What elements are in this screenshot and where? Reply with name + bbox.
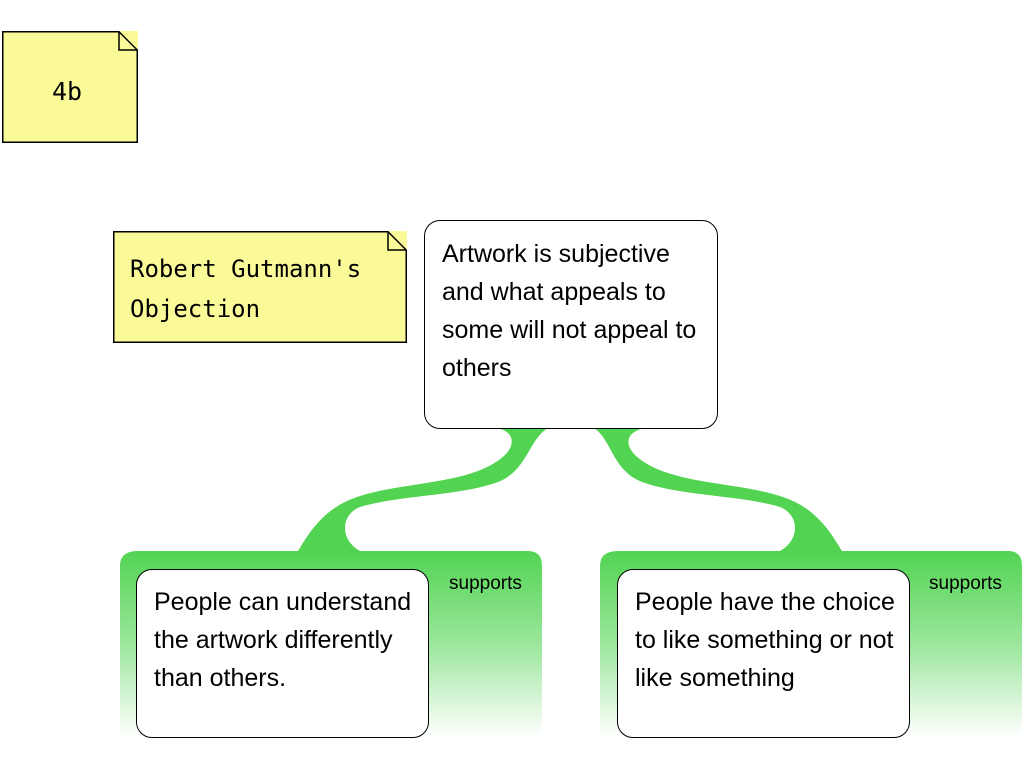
supports-label-left: supports: [449, 573, 522, 594]
reason-text-right: People have the choice to like something…: [635, 588, 895, 692]
main-claim-box[interactable]: Artwork is subjective and what appeals t…: [424, 220, 718, 429]
reason-text-left: People can understand the artwork differ…: [154, 588, 412, 692]
note-shape: [2, 31, 138, 143]
supports-label-right: supports: [929, 573, 1002, 594]
reason-box-right[interactable]: People have the choice to like something…: [617, 569, 910, 738]
note-objection-label: Robert Gutmann's Objection: [130, 255, 362, 323]
note-shape: [113, 231, 407, 343]
main-claim-text: Artwork is subjective and what appeals t…: [442, 240, 697, 382]
note-4b: 4b: [2, 31, 138, 143]
reason-box-left[interactable]: People can understand the artwork differ…: [136, 569, 429, 738]
note-tag-label: 4b: [52, 77, 83, 106]
note-objection: Robert Gutmann's Objection: [113, 231, 407, 343]
